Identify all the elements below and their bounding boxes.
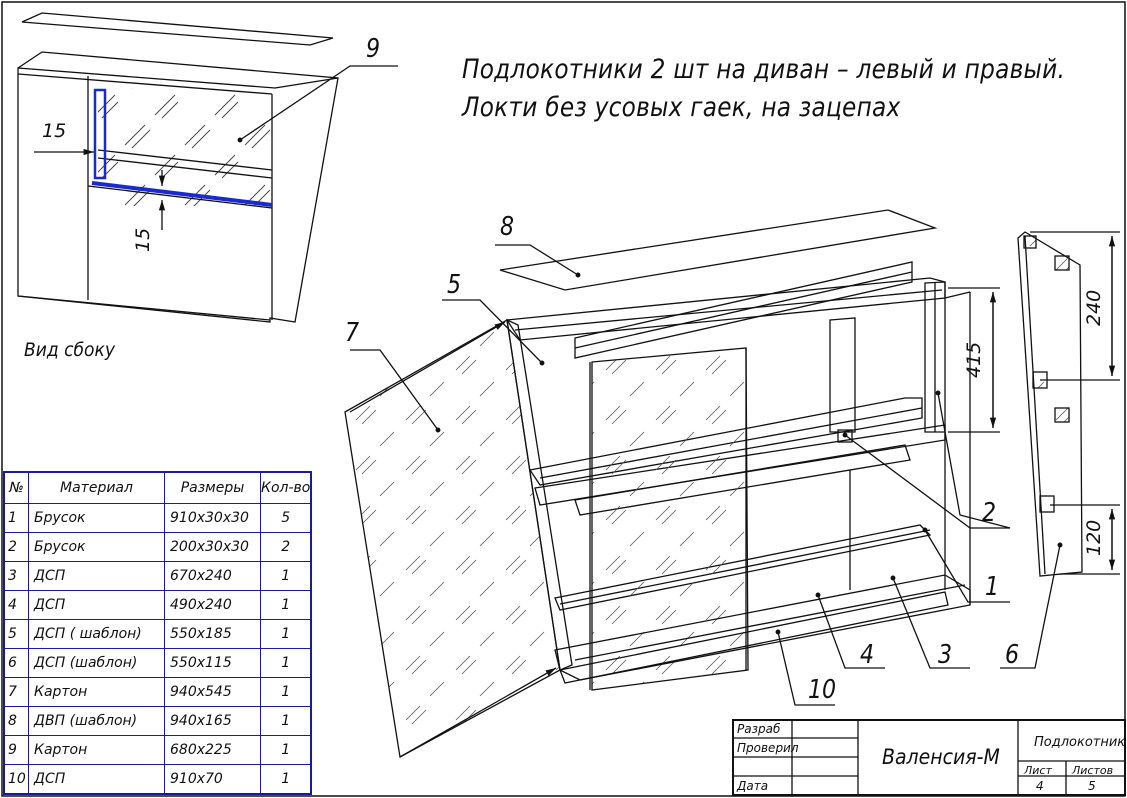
table-row: 4 ДСП 490х240 1 xyxy=(3,590,312,620)
part-5-panel xyxy=(591,347,749,691)
bom-cell-material: Брусок xyxy=(28,532,165,562)
dim-side-vertical: 15 xyxy=(132,227,154,252)
bom-cell-number: 7 xyxy=(3,677,29,707)
bom-cell-qty: 1 xyxy=(260,677,312,707)
bom-cell-material: ДВП (шаблон) xyxy=(28,706,165,736)
drawing-title-line1: Подлокотники 2 шт на диван – левый и пра… xyxy=(462,54,1066,85)
side-top-board xyxy=(21,12,334,46)
side-view-caption: Вид сбоку xyxy=(24,339,115,361)
callout-5: 5 xyxy=(447,270,462,300)
bom-cell-number: 3 xyxy=(3,561,29,591)
part-10-board xyxy=(559,591,949,684)
drawing-title-line2: Локти без усовых гаек, на зацепах xyxy=(462,92,901,123)
callout-1: 1 xyxy=(985,572,1000,602)
bom-cell-size: 550х185 xyxy=(164,619,261,649)
bom-cell-size: 550х115 xyxy=(164,648,261,678)
bom-cell-size: 200х30х30 xyxy=(164,532,261,562)
bom-cell-qty: 2 xyxy=(260,532,312,562)
table-row: 8 ДВП (шаблон) 940х165 1 xyxy=(3,706,312,736)
title-block-proveril: Проверил xyxy=(737,741,799,755)
callout-8: 8 xyxy=(500,212,515,242)
table-row: 7 Картон 940х545 1 xyxy=(3,677,312,707)
table-row: 3 ДСП 670х240 1 xyxy=(3,561,312,591)
table-row: 2 Брусок 200х30х30 2 xyxy=(3,532,312,562)
table-row: 10 ДСП 910х70 1 xyxy=(3,764,312,795)
bom-cell-qty: 1 xyxy=(260,764,312,795)
bom-cell-qty: 1 xyxy=(260,706,312,736)
bom-cell-material: ДСП xyxy=(28,590,165,620)
title-block-listov-value: 5 xyxy=(1088,779,1096,793)
bom-header-qty: Кол-во xyxy=(260,471,312,504)
table-row: 1 Брусок 910х30х30 5 xyxy=(3,503,312,533)
bom-cell-size: 490х240 xyxy=(164,590,261,620)
bom-header-number: № xyxy=(3,471,29,504)
dim-120: 120 xyxy=(1083,519,1105,556)
bom-cell-size: 910х30х30 xyxy=(164,503,261,533)
callout-4: 4 xyxy=(860,640,875,670)
callout-7: 7 xyxy=(345,318,360,348)
bill-of-materials-table: № Материал Размеры Кол-во 1 Брусок 910х3… xyxy=(3,471,313,795)
side-view xyxy=(17,12,398,323)
side-highlight-horizontal xyxy=(91,181,273,207)
bom-cell-qty: 1 xyxy=(260,619,312,649)
bom-cell-size: 680х225 xyxy=(164,735,261,765)
bom-cell-size: 940х165 xyxy=(164,706,261,736)
title-block-data: Дата xyxy=(737,779,769,793)
dim-side-horizontal: 15 xyxy=(42,120,67,142)
part-6-template xyxy=(1000,231,1120,669)
small-block xyxy=(837,429,853,443)
bom-cell-material: Брусок xyxy=(28,503,165,533)
table-row: 5 ДСП ( шаблон) 550х185 1 xyxy=(3,619,312,649)
bom-cell-size: 910х70 xyxy=(164,764,261,795)
title-block-part: Подлокотник xyxy=(1034,735,1126,750)
bom-cell-qty: 5 xyxy=(260,503,312,533)
top-bar xyxy=(574,261,913,359)
bom-cell-material: Картон xyxy=(28,735,165,765)
bom-cell-material: ДСП ( шаблон) xyxy=(28,619,165,649)
callout-3: 3 xyxy=(938,640,953,670)
callout-6: 6 xyxy=(1005,640,1020,670)
bom-cell-number: 1 xyxy=(3,503,29,533)
bom-cell-material: ДСП xyxy=(28,561,165,591)
table-row: 9 Картон 680х225 1 xyxy=(3,735,312,765)
bom-cell-number: 2 xyxy=(3,532,29,562)
part-1-rail xyxy=(554,524,932,611)
bom-cell-number: 6 xyxy=(3,648,29,678)
bom-cell-qty: 1 xyxy=(260,590,312,620)
bom-cell-number: 8 xyxy=(3,706,29,736)
title-block-list-label: Лист xyxy=(1024,764,1052,777)
bom-cell-number: 10 xyxy=(3,764,29,795)
bom-cell-number: 5 xyxy=(3,619,29,649)
title-block-product: Валенсия-М xyxy=(882,745,1000,769)
callout-10: 10 xyxy=(808,675,837,705)
bom-header-row: № Материал Размеры Кол-во xyxy=(3,471,312,504)
title-block-razrab: Разраб xyxy=(737,722,781,736)
bom-header-size: Размеры xyxy=(164,471,261,504)
title-block-listov-label: Листов xyxy=(1072,764,1114,777)
bom-cell-material: Картон xyxy=(28,677,165,707)
dim-240: 240 xyxy=(1083,289,1105,326)
bom-cell-material: ДСП xyxy=(28,764,165,795)
part-8-board xyxy=(499,209,938,291)
bom-cell-material: ДСП (шаблон) xyxy=(28,648,165,678)
bom-cell-number: 9 xyxy=(3,735,29,765)
table-row: 6 ДСП (шаблон) 550х115 1 xyxy=(3,648,312,678)
callout-2: 2 xyxy=(982,498,997,528)
bom-header-material: Материал xyxy=(28,471,165,504)
bom-cell-size: 940х545 xyxy=(164,677,261,707)
title-block: Разраб Проверил Дата Валенсия-М Подлокот… xyxy=(732,719,1126,796)
bom-cell-qty: 1 xyxy=(260,561,312,591)
title-block-list-value: 4 xyxy=(1036,779,1044,793)
bom-cell-qty: 1 xyxy=(260,735,312,765)
bom-cell-qty: 1 xyxy=(260,648,312,678)
dim-415: 415 xyxy=(963,341,985,378)
bom-cell-number: 4 xyxy=(3,590,29,620)
side-highlight-vertical xyxy=(93,88,107,180)
main-assembly xyxy=(344,209,1011,759)
bom-cell-size: 670х240 xyxy=(164,561,261,591)
callout-9: 9 xyxy=(366,34,381,64)
